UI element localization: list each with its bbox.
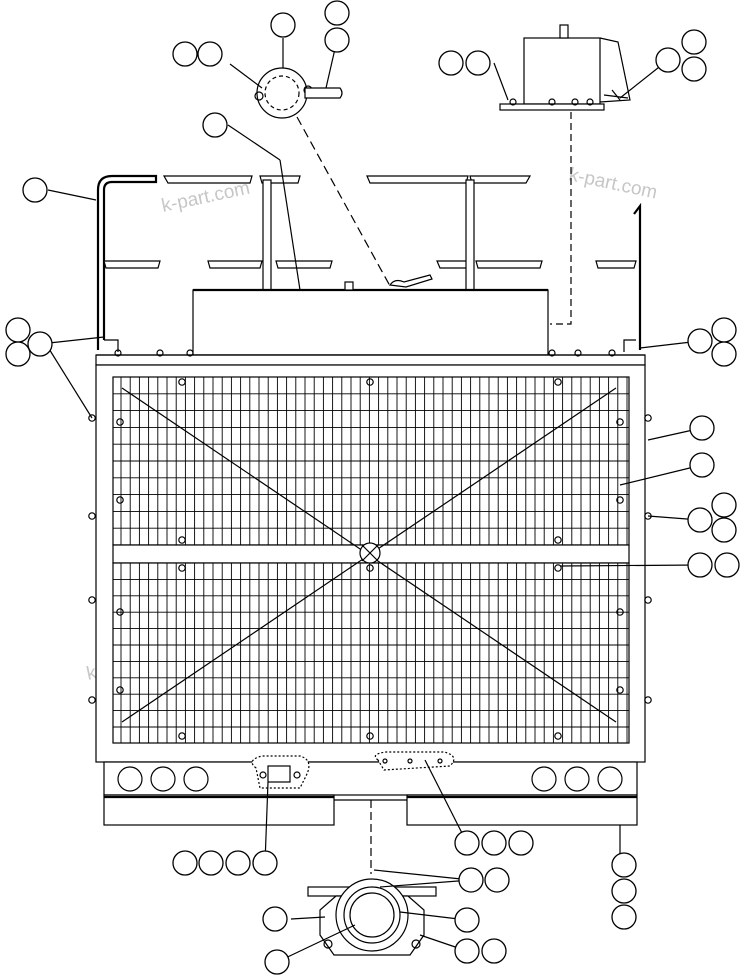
bolt [88,596,96,604]
bolt [178,378,186,386]
callout-bubble [689,415,715,441]
callout-bubble [198,850,224,876]
callout-bubble [225,850,251,876]
callout-bubble [508,830,534,856]
callout-bubble [202,112,228,138]
callout-bubble [484,867,510,893]
bolt [554,564,562,572]
bottom-tank [103,751,638,874]
callout-bubbles [5,0,740,975]
callout-bubble [262,906,288,932]
bolt [88,512,96,520]
callout-bubble [689,452,715,478]
top-tank [192,274,549,356]
callout-bubble [481,938,507,964]
bolt [366,564,374,572]
bolt [644,696,652,704]
callout-bubble [687,328,713,354]
bolt [178,564,186,572]
callout-bubble [611,904,637,930]
watermark-top-right: k-part.com [567,164,659,203]
radiator-cap-detail [254,67,391,287]
callout-bubble [711,492,737,518]
bolt [116,418,124,426]
bolt [616,608,624,616]
bolt [616,418,624,426]
radiator-core-lower [112,562,630,744]
callout-bubble [22,177,48,203]
callout-bubble [681,56,707,82]
expansion-tank-detail [499,24,631,325]
bolt [178,536,186,544]
callout-bubble [611,852,637,878]
bolt [116,608,124,616]
callout-bubble [27,331,53,357]
cross-brace [121,387,617,723]
callout-bubble [681,29,707,55]
callout-bubble [252,850,278,876]
callout-bubble [438,50,464,76]
callout-bubble [270,12,296,38]
bolt [616,686,624,694]
callout-bubble [711,317,737,343]
bolt [116,686,124,694]
bolt [554,536,562,544]
callout-bubble [197,41,223,67]
callout-bubble [5,317,31,343]
bolt [88,696,96,704]
callout-bubble [481,830,507,856]
callout-bubble [711,517,737,543]
callout-bubble [687,507,713,533]
callout-bubble [714,552,740,578]
bolt [116,496,124,504]
callout-bubble [324,27,350,53]
callout-bubble [454,938,480,964]
bolt [88,414,96,422]
bolt [178,732,186,740]
callout-bubble [465,50,491,76]
callout-bubble [172,41,198,67]
callout-bubble [454,830,480,856]
callout-bubble [5,341,31,367]
callout-bubble [324,0,350,26]
bolt [554,378,562,386]
callout-bubble [264,949,290,975]
bolt [366,378,374,386]
bolt [644,414,652,422]
callout-bubble [611,878,637,904]
callout-bubble [172,850,198,876]
bolt [554,732,562,740]
callout-bubble [687,552,713,578]
radiator-core-upper [112,376,630,546]
bolt [644,596,652,604]
bolt [616,496,624,504]
callout-bubble [458,867,484,893]
callout-bubble [454,907,480,933]
callout-bubble [655,47,681,73]
bolt [366,732,374,740]
bearing-block [307,878,437,956]
callout-bubble [711,341,737,367]
